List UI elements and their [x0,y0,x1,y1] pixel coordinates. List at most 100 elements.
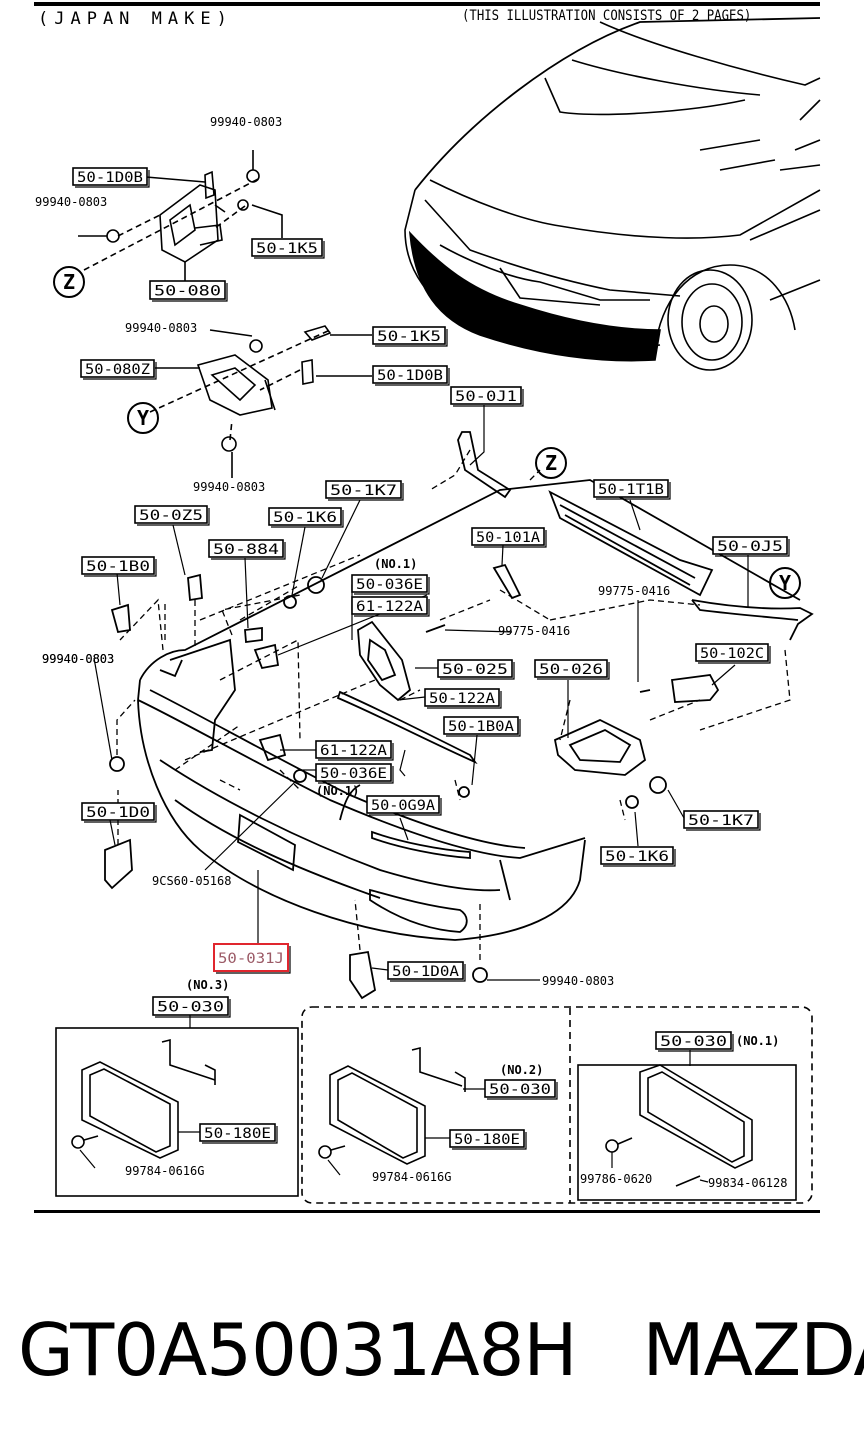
svg-text:50-1D0B: 50-1D0B [377,368,443,384]
svg-text:50-102C: 50-102C [700,646,764,662]
fastener-number-labels: 99940-0803 99940-0803 99940-0803 99940-0803… [35,115,787,1190]
part-label-50-180e: 50-180E [199,1123,278,1144]
car-front-drawing [404,17,821,371]
note-label: (NO.1) [736,1034,779,1048]
bracket-group-y [149,325,372,478]
svg-text:61-122A: 61-122A [356,599,424,615]
svg-text:50-030: 50-030 [660,1034,727,1050]
bumper-assembly [93,405,814,1000]
fastener-label: 99784-0616G [125,1164,204,1178]
svg-text:50-031J: 50-031J [218,951,284,967]
svg-text:50-1B0A: 50-1B0A [448,719,515,735]
fastener-label: 99940-0803 [42,652,114,666]
part-label-50-0z5: 50-0Z5 [134,505,210,526]
footer-brand: MAZDA [642,1308,864,1392]
part-label-50-1d0: 50-1D0 [81,802,157,823]
part-label-50-1k5: 50-1K5 [372,326,448,347]
part-label-50-1k5: 50-1K5 [251,238,325,259]
svg-text:50-1K6: 50-1K6 [273,510,337,526]
callout-z: Z [545,451,557,475]
svg-text:50-1K7: 50-1K7 [330,483,397,499]
part-label-50-1b0: 50-1B0 [81,556,157,577]
note-label: (NO.1) [374,557,417,571]
license-plate-section [55,1006,813,1204]
fastener-label: 99940-0803 [193,480,265,494]
fastener-label: 99940-0803 [125,321,197,335]
part-label-50-1t1b: 50-1T1B [593,479,671,500]
car-bumper-shaded [408,230,661,362]
part-label-50-036e: 50-036E [315,763,394,784]
part-label-61-122a: 61-122A [315,740,394,761]
part-label-50-122a: 50-122A [424,688,502,709]
svg-text:50-0J5: 50-0J5 [717,539,783,555]
callout-z: Z [63,270,75,294]
svg-text:50-026: 50-026 [539,662,603,678]
part-label-61-122a: 61-122A [351,596,430,617]
part-label-50-1k7: 50-1K7 [325,480,404,501]
fastener-label: 9CS60-05168 [152,874,231,888]
part-label-50-036e: 50-036E [351,574,430,595]
fastener-label: 99786-0620 [580,1172,652,1186]
fastener-label: 99775-0416 [498,624,570,638]
note-label: (NO.1) [316,784,359,798]
top-rule [34,2,820,6]
bracket-group-z [78,150,283,290]
part-label-50-0j5: 50-0J5 [712,536,790,557]
part-label-50-1d0b: 50-1D0B [72,167,150,188]
fastener-label: 99940-0803 [542,974,614,988]
svg-text:50-1T1B: 50-1T1B [598,482,664,498]
svg-text:50-1K5: 50-1K5 [377,329,441,345]
footer-title: GT0A50031A8HMAZDA [18,1305,864,1395]
svg-text:50-1K6: 50-1K6 [605,849,669,865]
svg-text:50-101A: 50-101A [476,530,541,546]
callout-y: Y [137,406,149,430]
part-label-50-180e: 50-180E [449,1129,527,1150]
svg-text:50-0J1: 50-0J1 [455,389,517,405]
svg-text:50-0G9A: 50-0G9A [371,798,436,814]
part-label-50-1k6: 50-1K6 [268,507,344,528]
svg-text:50-1K5: 50-1K5 [256,241,318,257]
fastener-label: 99940-0803 [35,195,107,209]
svg-text:50-1D0A: 50-1D0A [392,964,460,980]
svg-text:50-1K7: 50-1K7 [688,813,754,829]
part-label-50-031j: 50-031J [213,943,291,974]
part-label-50-0g9a: 50-0G9A [366,795,442,816]
part-label-50-1d0a: 50-1D0A [387,961,466,982]
part-label-50-1b0a: 50-1B0A [443,716,521,737]
svg-text:50-180E: 50-180E [454,1132,520,1148]
svg-text:50-884: 50-884 [213,542,279,558]
header-japan-make: (JAPAN MAKE) [38,9,233,29]
part-label-50-025: 50-025 [437,659,515,680]
part-label-50-1k7: 50-1K7 [683,810,761,831]
part-label-50-030: 50-030 [655,1031,734,1052]
svg-text:50-030: 50-030 [157,1000,224,1016]
svg-text:61-122A: 61-122A [320,743,388,759]
svg-text:50-036E: 50-036E [356,577,423,593]
svg-text:50-0Z5: 50-0Z5 [139,508,203,524]
part-label-50-030: 50-030 [152,996,231,1018]
part-label-50-030: 50-030 [484,1079,558,1100]
svg-text:50-080Z: 50-080Z [85,362,150,378]
fastener-label: 99775-0416 [598,584,670,598]
note-label: (NO.3) [186,978,229,992]
part-number-labels: 50-1D0B 50-1K5 50-080 50-1K5 50-080Z 50-1D0B 5… [72,167,790,1150]
part-label-50-101a: 50-101A [471,527,547,548]
part-label-50-080z: 50-080Z [80,359,157,380]
bottom-rule [34,1210,820,1213]
header-page-note: (THIS ILLUSTRATION CONSISTS OF 2 PAGES) [462,8,752,24]
fastener-label: 99784-0616G [372,1170,451,1184]
svg-text:50-1D0B: 50-1D0B [77,170,143,186]
note-label: (NO.2) [500,1063,543,1077]
part-label-50-884: 50-884 [208,539,286,560]
part-label-50-080: 50-080 [149,280,228,302]
svg-text:50-180E: 50-180E [204,1126,271,1142]
callout-circles [53,266,801,599]
svg-text:50-122A: 50-122A [429,691,496,707]
svg-text:50-1D0: 50-1D0 [86,805,150,821]
part-label-50-102c: 50-102C [695,643,771,664]
svg-text:50-025: 50-025 [442,662,508,678]
part-label-50-1k6: 50-1K6 [600,846,676,867]
svg-text:50-080: 50-080 [154,284,221,300]
